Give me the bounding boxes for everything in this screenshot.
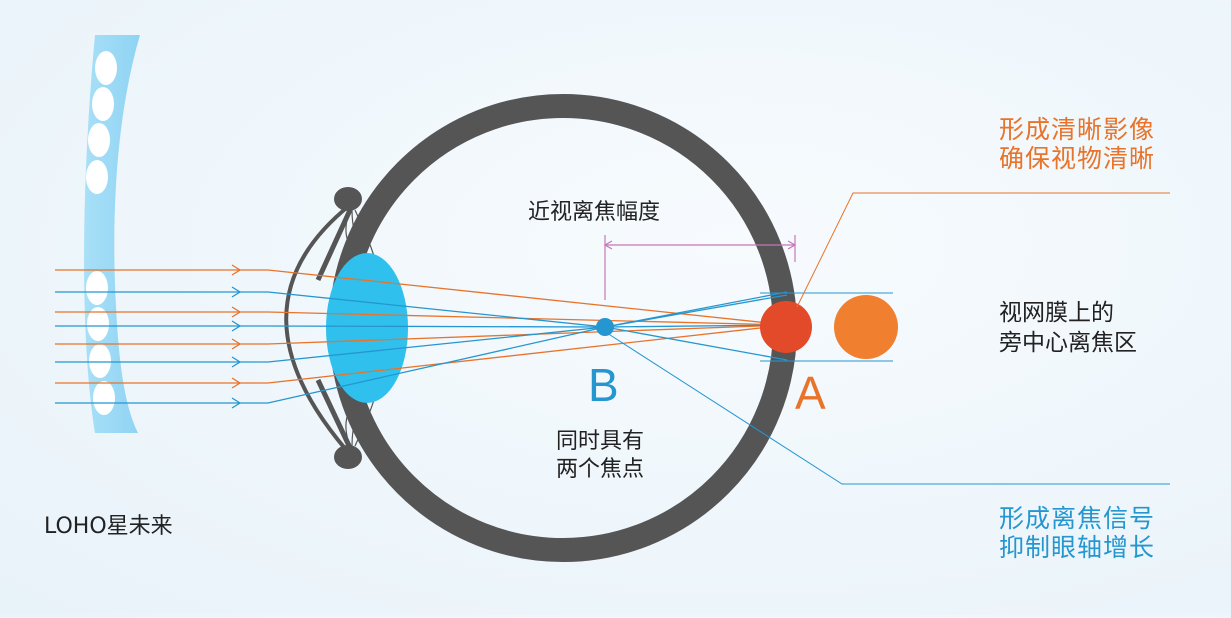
crystalline-lens [326,253,408,403]
lens-dot [95,51,117,85]
peripheral-defocus-line1: 视网膜上的 [999,300,1114,326]
ciliary-body-upper [334,187,362,211]
brand-label: LOHO星未来 [44,514,173,539]
two-focal-points-line1: 同时具有 [556,429,645,454]
lens-dot [86,160,108,194]
lens-dot [87,307,109,341]
iris-lower [315,378,355,454]
myopic-defocus-label: 近视离焦幅度 [528,200,661,225]
leader-line-defocus-signal [606,332,1170,485]
lens-dot [86,271,108,305]
cornea [284,203,357,462]
defocus-dimension-line [603,235,797,300]
two-focal-points-line2: 两个焦点 [556,457,645,482]
spectacle-lens [84,35,140,433]
point-b-label: B [588,359,619,411]
point-a-label: A [795,367,826,419]
defocus-signal-line1: 形成离焦信号 [999,504,1156,533]
clear-image-line2: 确保视物清晰 [999,144,1156,173]
lens-dot [92,87,114,121]
clear-image-line1: 形成清晰影像 [999,115,1156,144]
defocus-signal-line2: 抑制眼轴增长 [999,533,1156,562]
lens-dot [88,123,110,157]
lens-dot [89,344,111,378]
peripheral-defocus-dot [834,295,898,359]
lens-dot [93,381,115,415]
iris-upper [315,208,353,282]
focus-point-a [760,301,812,353]
ciliary-body-lower [334,445,362,469]
light-rays [55,269,788,404]
peripheral-defocus-line2: 旁中心离焦区 [999,330,1137,356]
leader-line-clear-image [796,192,1170,308]
ray-arrowheads [231,264,242,409]
focus-point-b [596,318,614,336]
